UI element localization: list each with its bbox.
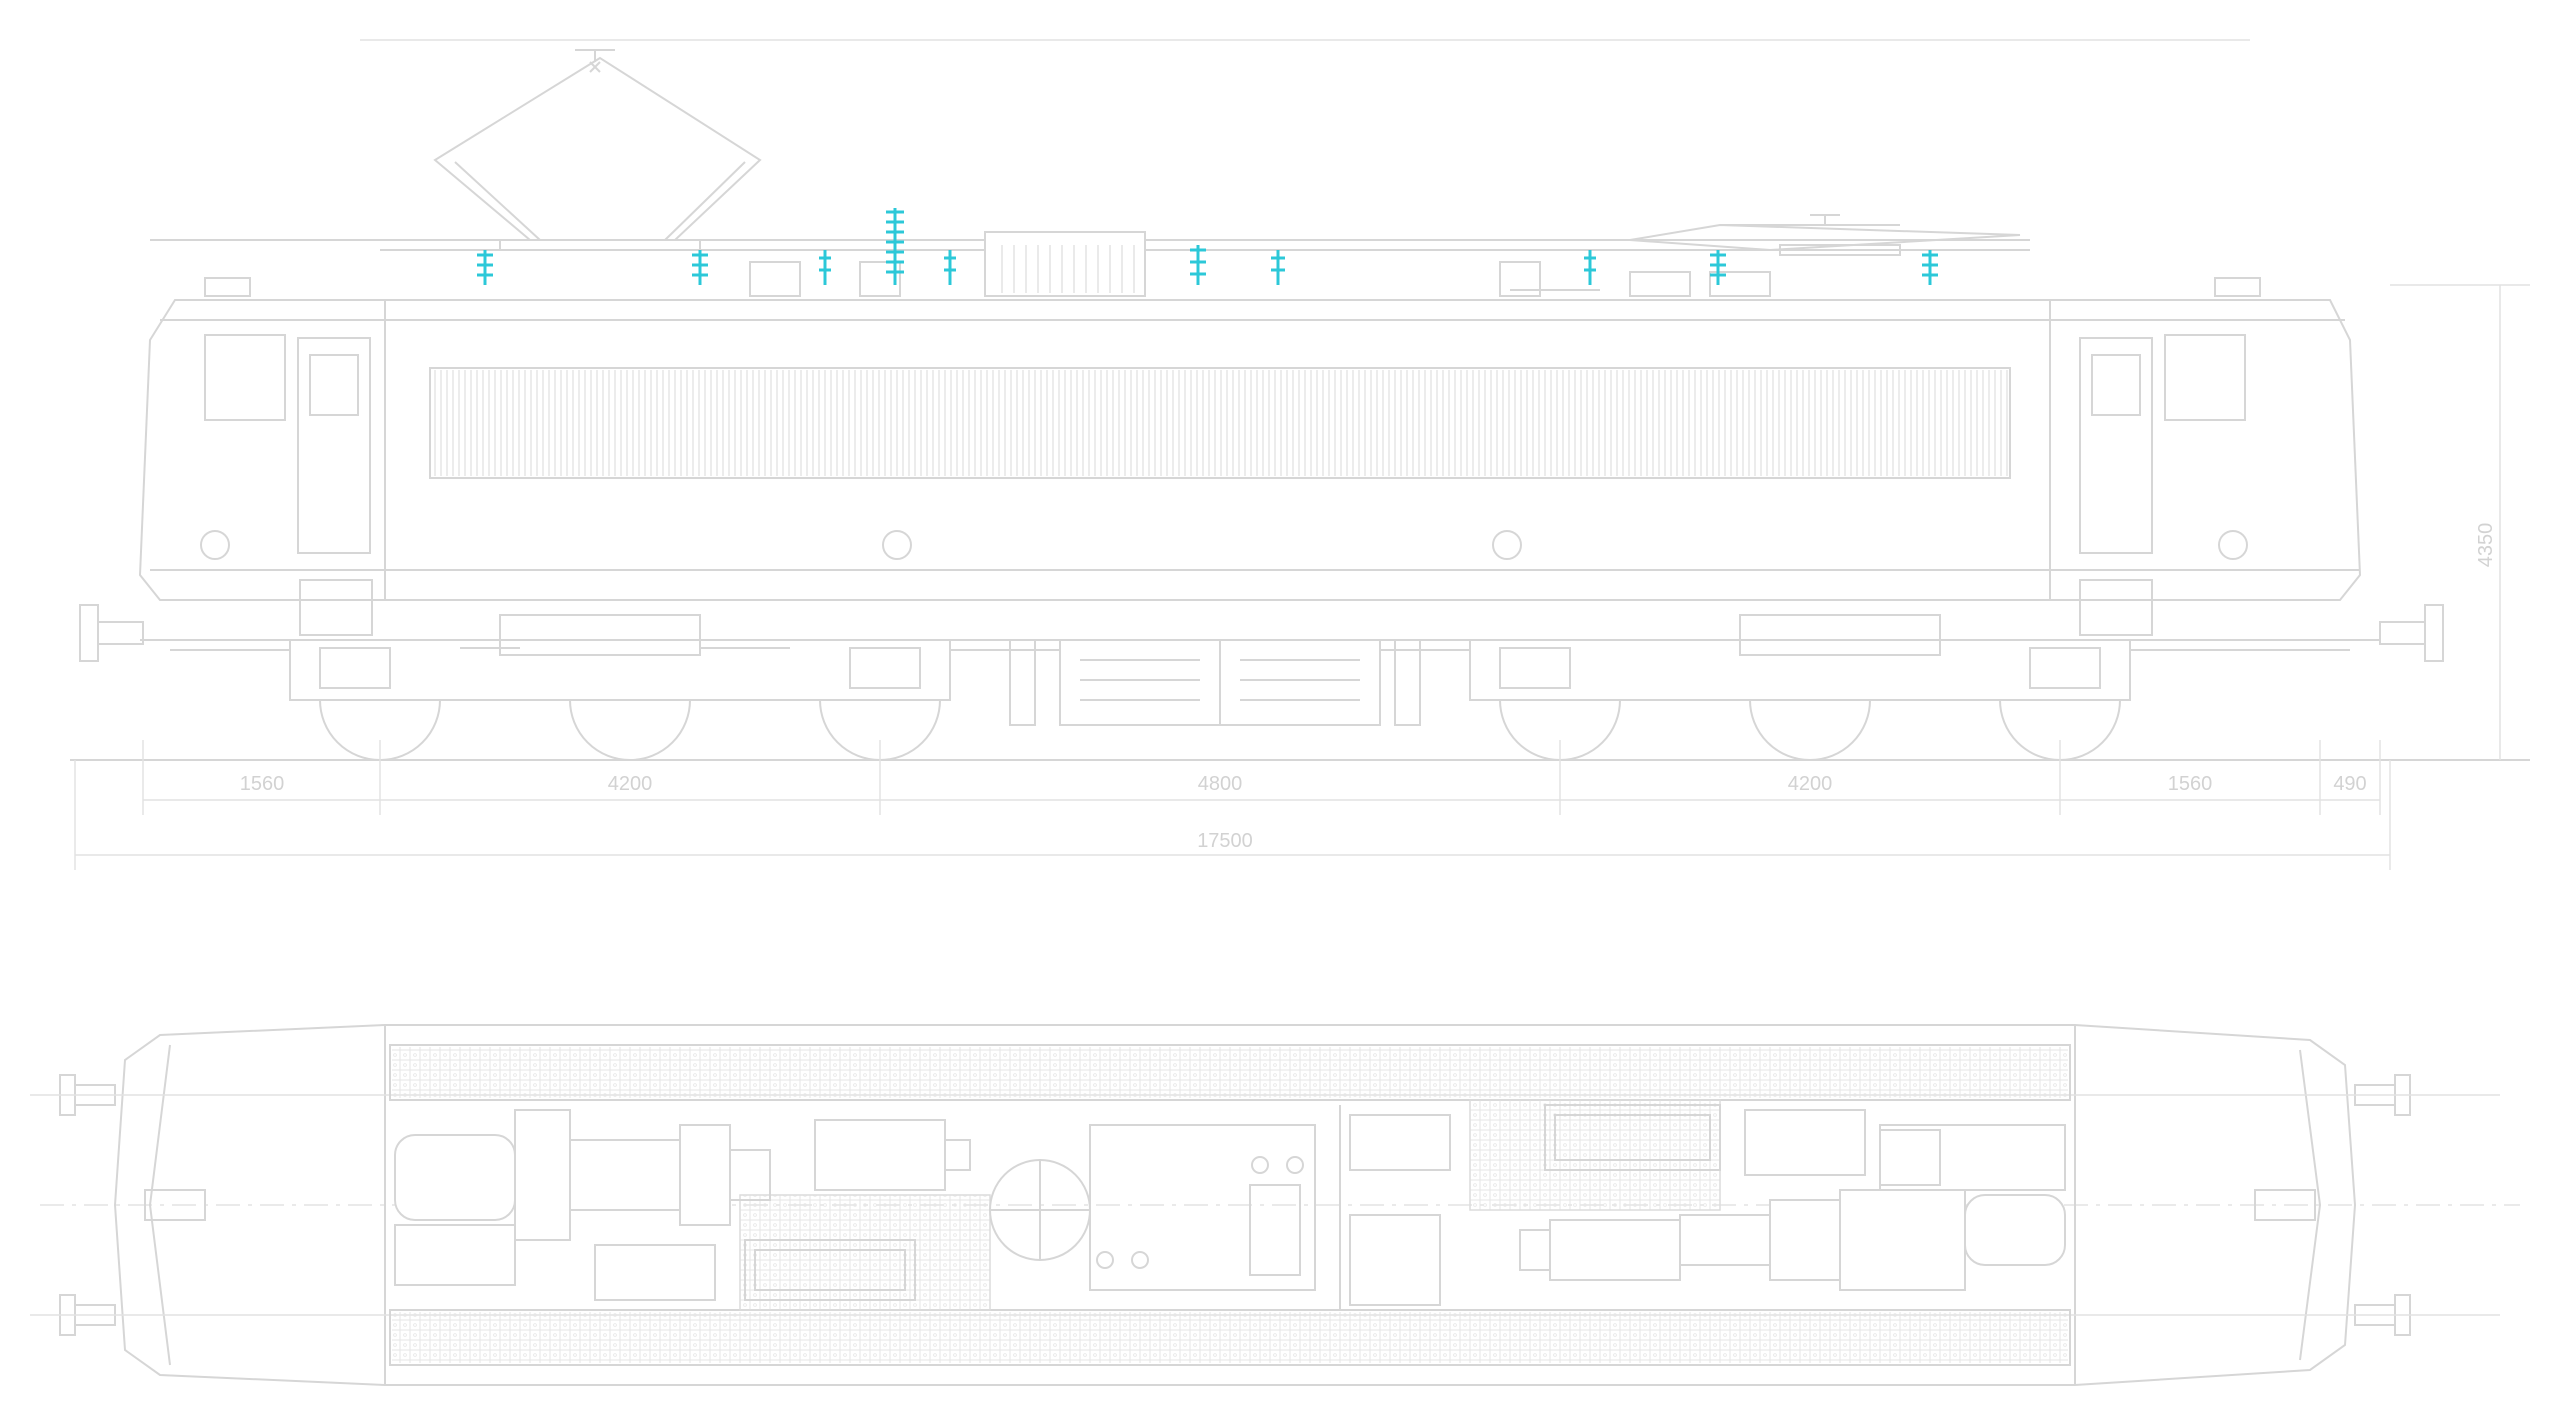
dimension-label: 4800 <box>1198 773 1243 795</box>
pantograph-raised <box>433 49 762 251</box>
cab-door-left <box>297 337 371 554</box>
cab-door-right <box>2079 337 2153 554</box>
roof-insulators <box>477 208 1938 285</box>
insulator <box>477 250 493 285</box>
buffer-right <box>2379 604 2444 662</box>
buffer-left <box>79 604 144 662</box>
underframe-equipment-box <box>1009 639 1421 726</box>
insulator <box>1584 250 1596 285</box>
tall-insulator <box>886 208 904 285</box>
side-louver-grille <box>429 367 2011 479</box>
top-view-outline <box>113 1024 2357 1386</box>
cab-window-right <box>2164 334 2246 421</box>
locomotive-body <box>138 299 2362 636</box>
insulator <box>1271 250 1285 285</box>
machinery-right <box>1519 1104 2066 1291</box>
pantograph-lowered <box>1629 214 2021 256</box>
bogie-right <box>1469 614 2131 761</box>
insulator <box>1922 250 1938 285</box>
overall-length-dimension: 17500 <box>74 760 2391 870</box>
walkway-grating-top <box>389 1044 2071 1101</box>
dimension-label: 4200 <box>1788 773 1833 795</box>
top-view <box>30 1024 2520 1386</box>
machinery-left <box>394 1109 1091 1301</box>
dimension-label: 4200 <box>608 773 653 795</box>
walkway-grating-bottom <box>389 1309 2071 1366</box>
insulator <box>1190 245 1206 285</box>
dimension-label: 1560 <box>2168 773 2213 795</box>
side-view: 4350 1560 4200 4800 4200 1560 490 17500 <box>70 39 2530 870</box>
insulator <box>692 250 708 285</box>
roof-equipment <box>749 231 1771 297</box>
insulator <box>944 250 956 285</box>
cab-window-left <box>204 334 286 421</box>
bogie-left <box>289 614 951 761</box>
insulator <box>819 250 831 285</box>
height-dimension-label: 4350 <box>2475 523 2497 568</box>
cab-roof-horns <box>204 277 2261 297</box>
height-dimension: 4350 <box>2390 284 2530 760</box>
overall-length-label: 17500 <box>1197 830 1253 852</box>
main-transformer <box>1089 1124 1316 1291</box>
dimension-label: 490 <box>2333 773 2366 795</box>
insulator <box>1710 250 1726 285</box>
central-equipment <box>1089 1105 1451 1310</box>
dimension-label: 1560 <box>240 773 285 795</box>
axle-dimension-chain: 1560 4200 4800 4200 1560 490 <box>142 740 2381 815</box>
